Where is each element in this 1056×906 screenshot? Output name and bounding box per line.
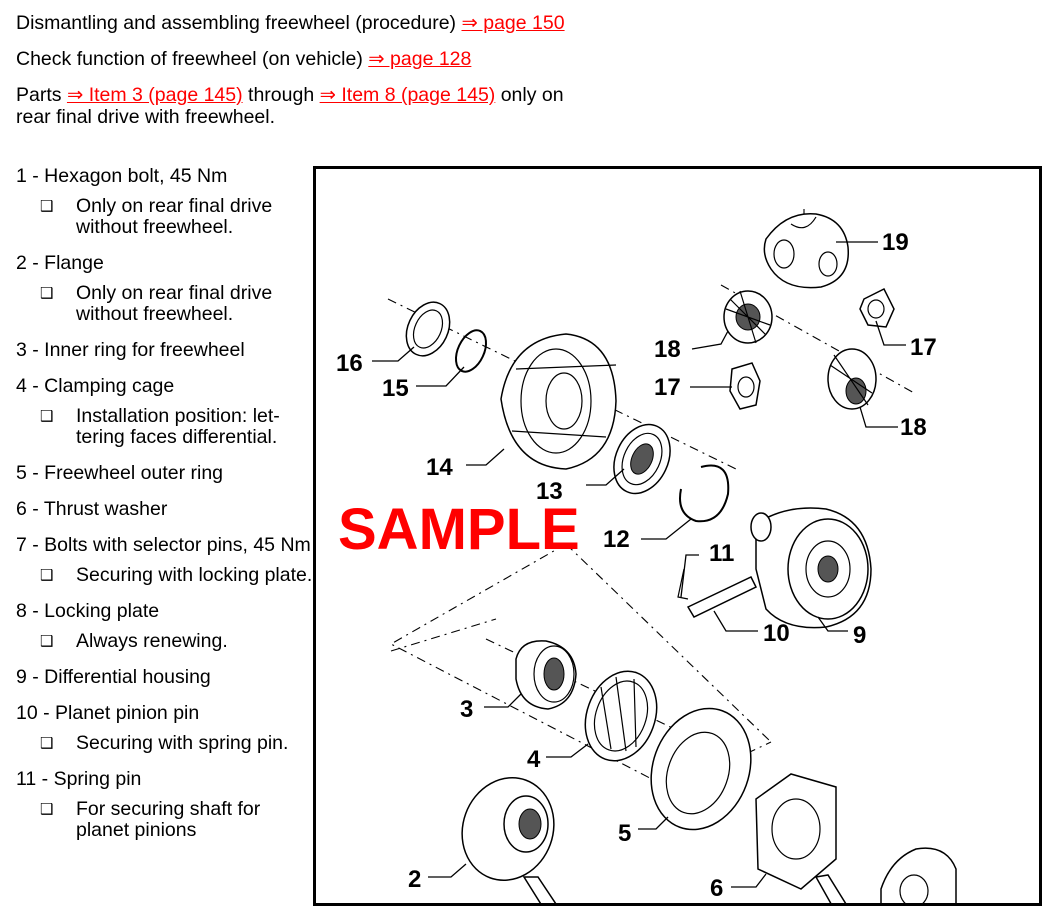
locking-plate-drawing bbox=[880, 847, 957, 903]
callout-3: 3 bbox=[460, 696, 473, 723]
parts-list-item: 2 - Flange ❑ Only on rear final drive with… bbox=[16, 253, 316, 325]
part-note: ❑ Always renewing. bbox=[16, 631, 316, 652]
checkbox-bullet-icon: ❑ bbox=[40, 632, 54, 650]
checkbox-bullet-icon: ❑ bbox=[40, 800, 54, 818]
callout-10: 10 bbox=[763, 620, 790, 647]
part-title: 9 - Differential housing bbox=[16, 666, 211, 688]
parts-list-item: 10 - Planet pinion pin ❑ Securing with spr… bbox=[16, 703, 316, 754]
parts-list: 1 - Hexagon bolt, 45 Nm ❑ Only on rear fin… bbox=[16, 166, 316, 856]
part-title: 6 - Thrust washer bbox=[16, 498, 168, 520]
callout-14: 14 bbox=[426, 454, 453, 481]
spherical-washer bbox=[763, 212, 849, 289]
inner-ring bbox=[515, 640, 577, 710]
part-note-text: Securing with spring pin. bbox=[76, 732, 289, 754]
parts-note: Parts ⇒ Item 3 (page 145) through ⇒ Item… bbox=[16, 84, 564, 128]
part-note: ❑ Only on rear final drive without freewh… bbox=[16, 283, 316, 325]
callout-13: 13 bbox=[536, 478, 563, 505]
housing-cover bbox=[500, 333, 617, 470]
parts-list-item: 7 - Bolts with selector pins, 45 Nm ❑ Secu… bbox=[16, 535, 316, 586]
clamping-cage bbox=[584, 670, 658, 762]
circlip-lower bbox=[679, 464, 730, 523]
callout-18-lower: 18 bbox=[900, 414, 927, 441]
parts-list-item: 9 - Differential housing bbox=[16, 667, 316, 688]
part-note: ❑ Securing with spring pin. bbox=[16, 733, 316, 754]
parts-list-item: 6 - Thrust washer bbox=[16, 499, 316, 520]
parts-list-item: 11 - Spring pin ❑ For securing shaft for p… bbox=[16, 769, 316, 841]
callout-11: 11 bbox=[709, 540, 734, 567]
lower-planet-pinion bbox=[729, 362, 761, 410]
roller-bearing bbox=[613, 423, 671, 495]
callout-2: 2 bbox=[408, 866, 421, 893]
procedure-link-line: Dismantling and assembling freewheel (pr… bbox=[16, 12, 565, 34]
page-150-link[interactable]: ⇒ page 150 bbox=[461, 12, 565, 34]
parts-list-item: 8 - Locking plate ❑ Always renewing. bbox=[16, 601, 316, 652]
part-title: 4 - Clamping cage bbox=[16, 375, 175, 397]
part-title: 11 - Spring pin bbox=[16, 768, 142, 790]
spring-pin bbox=[677, 568, 689, 600]
parts-note-line2: rear final drive with freewheel. bbox=[16, 106, 276, 128]
parts-note-prefix: Parts bbox=[16, 84, 67, 106]
part-note-text: Only on rear final drive without freewhe… bbox=[76, 282, 273, 325]
parts-list-item: 3 - Inner ring for freewheel bbox=[16, 340, 316, 361]
checkbox-bullet-icon: ❑ bbox=[40, 197, 54, 215]
item-8-link[interactable]: ⇒ Item 8 (page 145) bbox=[319, 84, 496, 106]
part-note-text: Always renewing. bbox=[76, 630, 228, 652]
differential-housing-drawing bbox=[750, 507, 872, 629]
callout-9: 9 bbox=[853, 622, 866, 649]
part-title: 2 - Flange bbox=[16, 252, 104, 274]
checkbox-bullet-icon: ❑ bbox=[40, 284, 54, 302]
part-note: ❑ Securing with locking plate. bbox=[16, 565, 316, 586]
part-note-text: Only on rear final drive without freewhe… bbox=[76, 195, 273, 238]
part-title: 5 - Freewheel outer ring bbox=[16, 462, 224, 484]
parts-note-suffix: only on bbox=[495, 84, 564, 106]
callout-17-lower: 17 bbox=[654, 374, 681, 401]
callout-5: 5 bbox=[618, 820, 631, 847]
part-title: 10 - Planet pinion pin bbox=[16, 702, 200, 724]
part-title: 3 - Inner ring for freewheel bbox=[16, 339, 245, 361]
freewheel-outer-ring bbox=[650, 707, 752, 831]
thrust-washer bbox=[755, 773, 837, 890]
callout-12: 12 bbox=[603, 526, 630, 553]
sample-watermark: SAMPLE bbox=[338, 497, 580, 562]
check-function-line: Check function of freewheel (on vehicle)… bbox=[16, 48, 471, 70]
upper-side-gear bbox=[723, 290, 773, 344]
check-function-text: Check function of freewheel (on vehicle) bbox=[16, 48, 369, 70]
circlip-upper bbox=[454, 329, 488, 373]
part-note: ❑ Only on rear final drive without freewh… bbox=[16, 196, 316, 238]
parts-list-item: 1 - Hexagon bolt, 45 Nm ❑ Only on rear fin… bbox=[16, 166, 316, 238]
callout-16: 16 bbox=[336, 350, 363, 377]
part-title: 8 - Locking plate bbox=[16, 600, 160, 622]
part-note-text: For securing shaft for planet pinions bbox=[76, 798, 261, 841]
callout-19: 19 bbox=[882, 229, 909, 256]
item-3-link[interactable]: ⇒ Item 3 (page 145) bbox=[66, 84, 243, 106]
part-note-text: Installation position: let-tering faces … bbox=[76, 405, 280, 448]
procedure-text: Dismantling and assembling freewheel (pr… bbox=[16, 12, 462, 34]
callout-6: 6 bbox=[710, 875, 723, 902]
callout-17-upper: 17 bbox=[910, 334, 937, 361]
part-note: ❑ For securing shaft for planet pinions bbox=[16, 799, 316, 841]
flange bbox=[461, 777, 555, 881]
callout-15: 15 bbox=[382, 375, 409, 402]
lower-side-gear bbox=[827, 348, 877, 410]
planet-pinion-pin bbox=[686, 576, 758, 618]
page-128-link[interactable]: ⇒ page 128 bbox=[368, 48, 472, 70]
part-note-text: Securing with locking plate. bbox=[76, 564, 313, 586]
checkbox-bullet-icon: ❑ bbox=[40, 407, 54, 425]
leader-lines bbox=[372, 241, 906, 888]
parts-list-item: 4 - Clamping cage ❑ Installation position:… bbox=[16, 376, 316, 448]
part-note: ❑ Installation position: let-tering faces… bbox=[16, 406, 316, 448]
callout-18-upper: 18 bbox=[654, 336, 681, 363]
upper-planet-pinion bbox=[859, 287, 895, 328]
part-title: 1 - Hexagon bolt, 45 Nm bbox=[16, 165, 228, 187]
exploded-diagram: 19 16 15 18 17 17 18 14 13 12 11 10 9 3 … bbox=[313, 166, 1042, 906]
checkbox-bullet-icon: ❑ bbox=[40, 566, 54, 584]
callout-4: 4 bbox=[527, 746, 541, 773]
parts-list-item: 5 - Freewheel outer ring bbox=[16, 463, 316, 484]
checkbox-bullet-icon: ❑ bbox=[40, 734, 54, 752]
part-title: 7 - Bolts with selector pins, 45 Nm bbox=[16, 534, 311, 556]
oil-seal bbox=[405, 301, 451, 357]
exploded-diagram-drawing: 19 16 15 18 17 17 18 14 13 12 11 10 9 3 … bbox=[336, 209, 957, 903]
parts-note-middle: through bbox=[242, 84, 320, 106]
